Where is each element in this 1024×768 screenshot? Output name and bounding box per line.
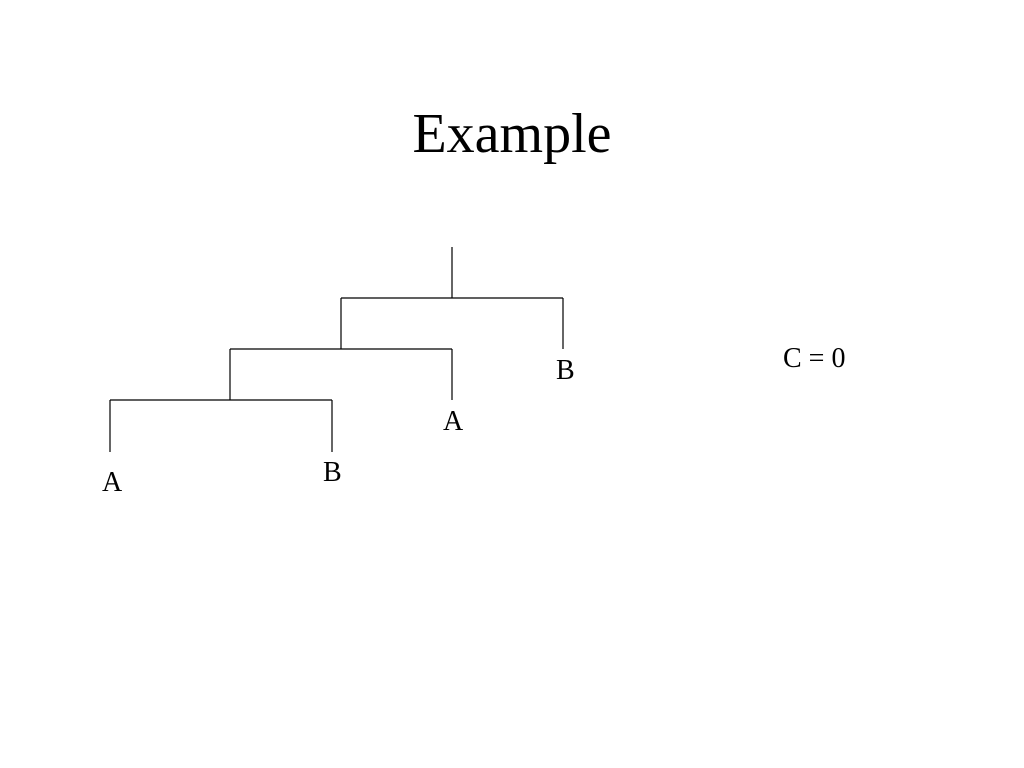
leaf-label-a: A [102, 467, 123, 498]
slide-title: Example [412, 103, 612, 165]
cost-note: C = 0 [783, 343, 846, 374]
leaf-label-b: B [556, 355, 575, 386]
leaf-label-b: B [323, 457, 342, 488]
leaf-label-a: A [443, 406, 464, 437]
